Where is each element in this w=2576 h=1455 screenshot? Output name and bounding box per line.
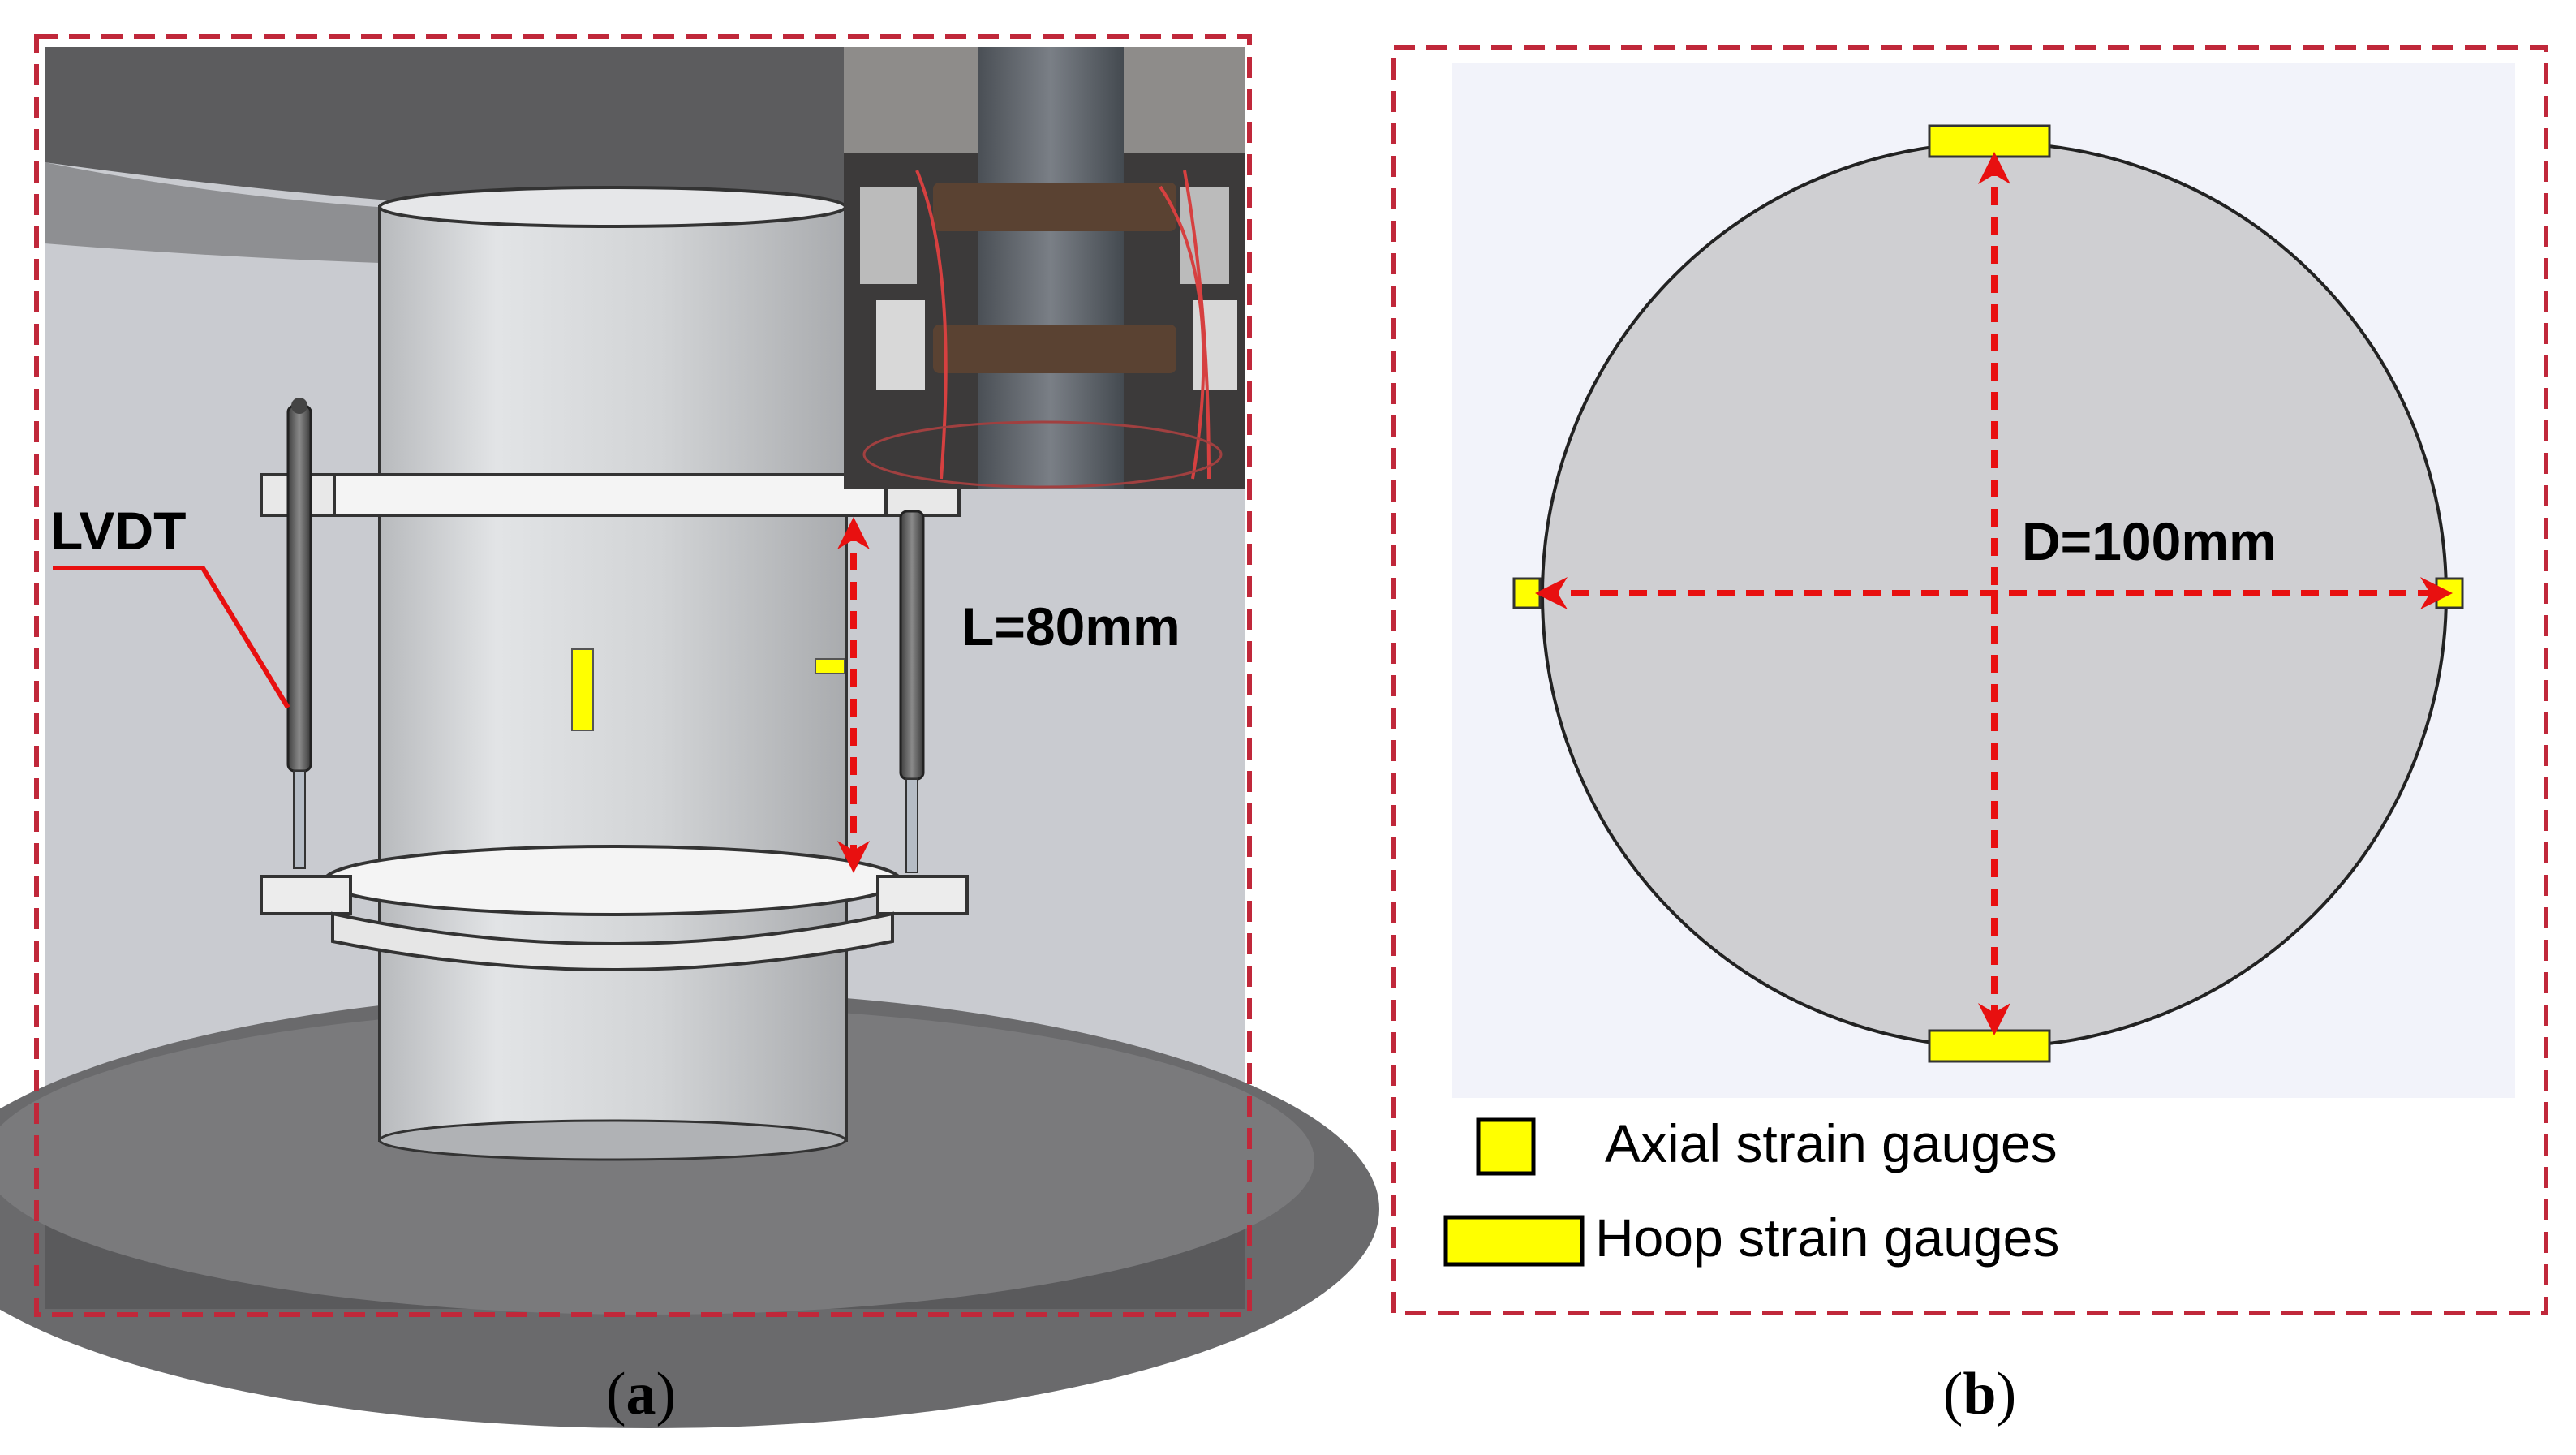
panel-b-caption: (b) — [1943, 1361, 2016, 1427]
legend-hoop-swatch — [1443, 1215, 1585, 1267]
gauge-length-label: L=80mm — [961, 596, 1180, 656]
hoop-gauge-on-specimen — [815, 658, 845, 674]
axial-gauge-left — [1512, 577, 1542, 609]
cylinder-top — [378, 186, 847, 228]
test-setup-photo-inset — [844, 47, 1245, 489]
hoop-gauge-bottom — [1928, 1029, 2051, 1063]
panel-a-frame — [34, 34, 1252, 1317]
lvdt-rod-left — [286, 398, 312, 869]
legend-axial-label: Axial strain gauges — [1605, 1113, 2058, 1173]
axial-gauge-right — [2435, 577, 2464, 609]
hoop-gauge-top — [1928, 124, 2051, 158]
axial-gauge-on-specimen — [571, 648, 594, 731]
legend-axial-swatch — [1476, 1117, 1536, 1176]
cylinder-bottom — [378, 1119, 847, 1161]
panel-b-frame — [1391, 45, 2548, 1315]
lvdt-label: LVDT — [50, 501, 186, 561]
lower-clamp-ring — [260, 845, 969, 971]
cylinder-specimen — [378, 205, 848, 1142]
panel-b: D=100mm Axial strain gauges Hoop strain … — [1391, 45, 2548, 1427]
lvdt-rod-right — [899, 510, 925, 873]
panel-a-caption-letter: a — [626, 1361, 656, 1427]
panel-a: LVDT L=80mm (a) — [0, 34, 1379, 1428]
legend-hoop-label: Hoop strain gauges — [1595, 1207, 2059, 1268]
lvdt-leader-line — [53, 566, 290, 709]
panel-b-caption-letter: b — [1963, 1361, 1996, 1427]
panel-a-caption: (a) — [606, 1361, 676, 1427]
diameter-label: D=100mm — [2022, 511, 2277, 571]
legend: Axial strain gauges Hoop strain gauges — [1443, 1113, 2059, 1268]
